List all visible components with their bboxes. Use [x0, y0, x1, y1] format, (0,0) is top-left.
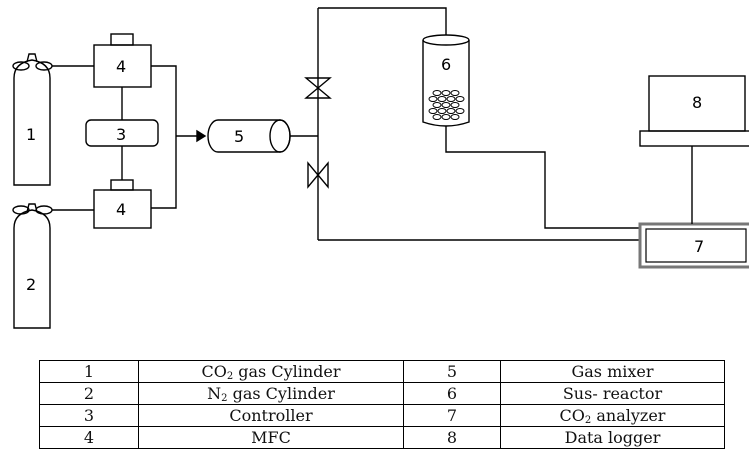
legend-row: 4 MFC 8 Data logger — [39, 426, 725, 449]
legend-desc: Sus- reactor — [500, 382, 725, 405]
gas-mixer — [207, 119, 291, 153]
legend-row: 2 N2 gas Cylinder 6 Sus- reactor — [39, 382, 725, 405]
legend-num: 3 — [39, 404, 139, 427]
label-8: 8 — [692, 93, 702, 112]
legend-desc: CO2 gas Cylinder — [138, 360, 404, 383]
label-4-top: 4 — [116, 57, 126, 76]
label-5: 5 — [234, 127, 244, 146]
valve-upper — [304, 77, 332, 99]
legend-num: 4 — [39, 426, 139, 449]
legend-desc: CO2 analyzer — [500, 404, 725, 427]
label-7: 7 — [694, 237, 704, 256]
valve-lower — [307, 161, 329, 189]
legend-row: 1 CO2 gas Cylinder 5 Gas mixer — [39, 360, 725, 383]
label-6: 6 — [441, 55, 451, 74]
legend-num: 6 — [403, 382, 501, 405]
label-4-bottom: 4 — [116, 200, 126, 219]
label-2: 2 — [26, 275, 36, 294]
legend-num: 7 — [403, 404, 501, 427]
label-1: 1 — [26, 125, 36, 144]
co2-cylinder — [12, 53, 94, 186]
legend-row: 3 Controller 7 CO2 analyzer — [39, 404, 725, 427]
co2-analyzer — [638, 222, 749, 269]
legend-num: 8 — [403, 426, 501, 449]
legend-num: 2 — [39, 382, 139, 405]
label-3: 3 — [116, 125, 126, 144]
n2-cylinder — [12, 203, 94, 329]
sus-reactor — [422, 34, 470, 127]
schematic-diagram: 1 2 3 4 4 5 6 7 8 — [12, 7, 749, 329]
legend-num: 1 — [39, 360, 139, 383]
legend-num: 5 — [403, 360, 501, 383]
legend-desc: Data logger — [500, 426, 725, 449]
legend-desc: MFC — [138, 426, 404, 449]
data-logger — [639, 75, 749, 147]
legend-desc: Gas mixer — [500, 360, 725, 383]
legend-desc: Controller — [138, 404, 404, 427]
legend-table: 1 CO2 gas Cylinder 5 Gas mixer 2 N2 gas … — [39, 360, 725, 449]
legend-desc: N2 gas Cylinder — [138, 382, 404, 405]
